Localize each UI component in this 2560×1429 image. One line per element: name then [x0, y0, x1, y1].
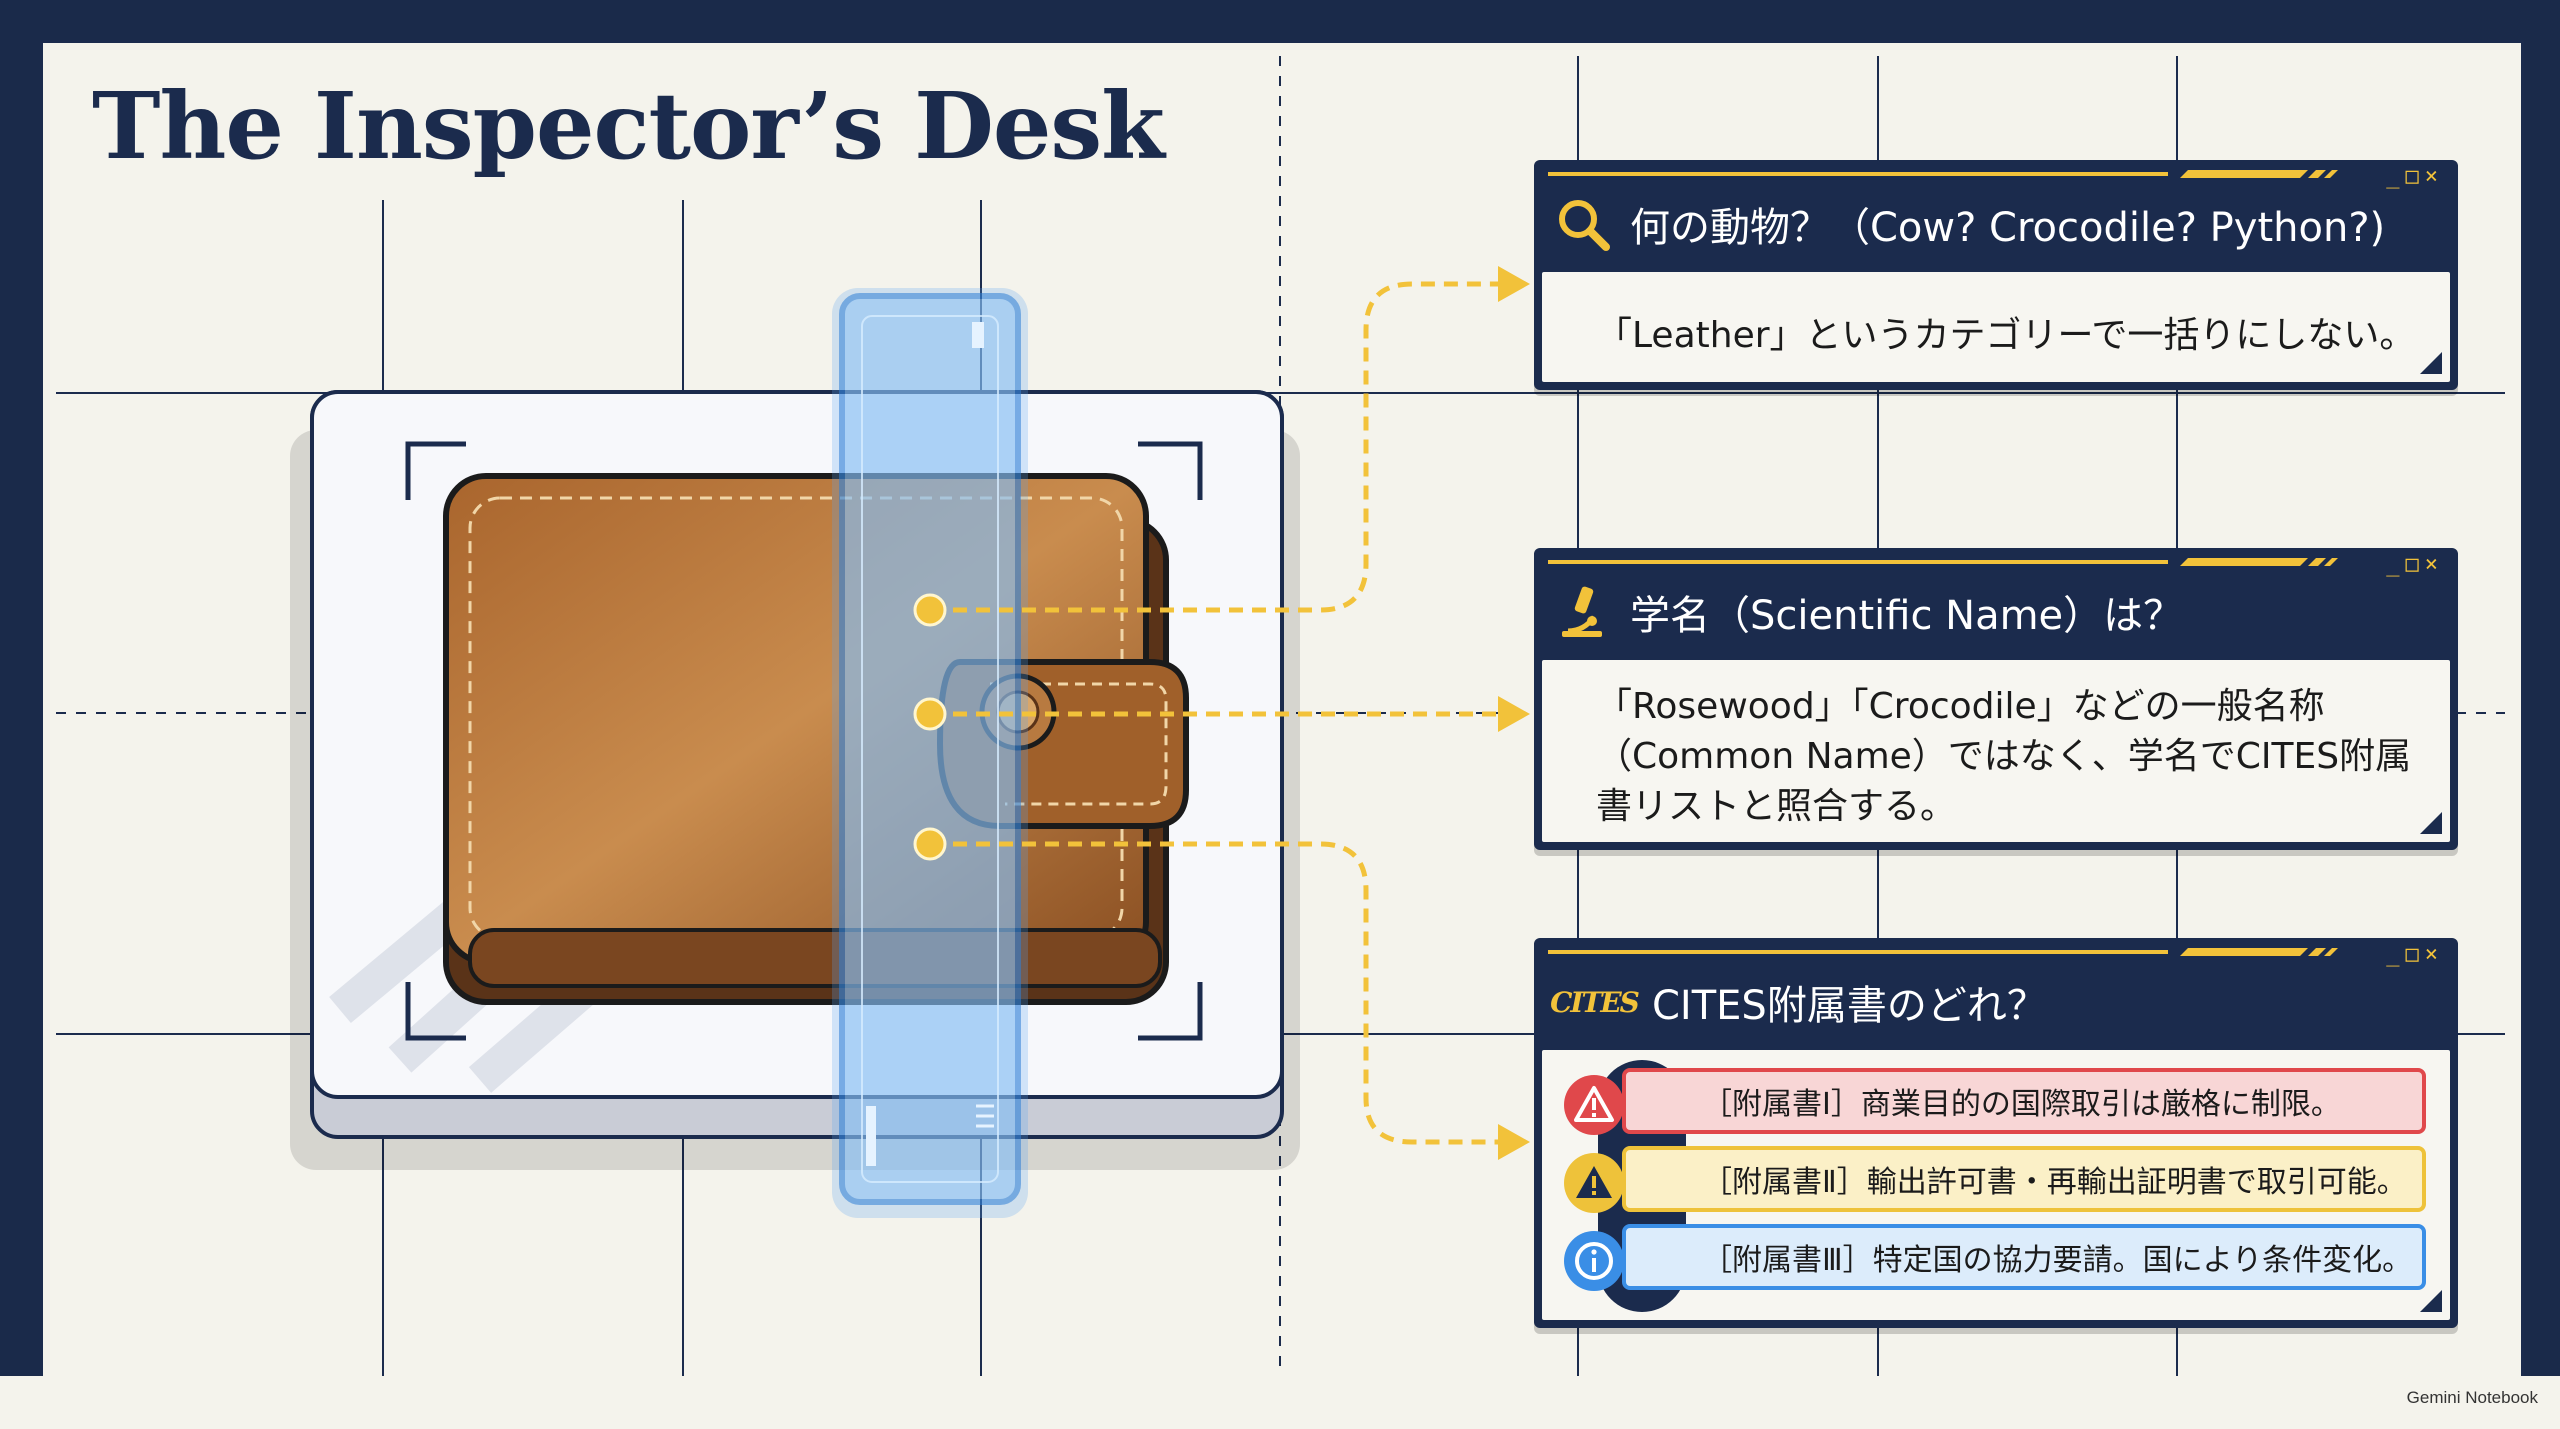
- resize-corner[interactable]: [2420, 352, 2442, 374]
- panel-heading: CITES CITES附属書のどれ？: [1550, 966, 2047, 1038]
- panel-body-text: 「Rosewood」「Crocodile」などの一般名称（Common Name…: [1596, 686, 2412, 827]
- appendix-text: ［附属書Ⅲ］特定国の協力要請。国により条件変化。: [1702, 1243, 2413, 1278]
- scanner-bar: [832, 288, 1028, 1218]
- window-controls[interactable]: _□×: [2386, 552, 2444, 577]
- cites-logo: CITES: [1550, 985, 1640, 1019]
- connector-lines: [930, 281, 1500, 1145]
- window-controls[interactable]: _□×: [2386, 942, 2444, 967]
- panel-body: 「Rosewood」「Crocodile」などの一般名称（Common Name…: [1542, 660, 2450, 842]
- leather-wallet: [443, 473, 1189, 1005]
- microscope-icon: [1554, 583, 1612, 641]
- appendix-text: ［附属書Ⅱ］輸出許可書・再輸出証明書で取引可能。: [1702, 1165, 2407, 1200]
- appendix-text: ［附属書Ⅰ］商業目的の国際取引は厳格に制限。: [1702, 1087, 2341, 1122]
- question-panel-animal: _□× 何の動物？（Cow? Crocodile? Python?) 「Leat…: [1534, 160, 2458, 390]
- panel-body-text: 「Leather」というカテゴリーで一括りにしない。: [1596, 315, 2416, 356]
- panel-heading-text: CITES附属書のどれ？: [1652, 983, 2047, 1029]
- watermark: Gemini Notebook: [2406, 1388, 2538, 1407]
- caution-icon: [1564, 1153, 1624, 1213]
- window-controls[interactable]: _□×: [2386, 164, 2444, 189]
- warning-triangle-icon: [1564, 1075, 1624, 1135]
- panel-heading-text: 何の動物？（Cow? Crocodile? Python?): [1630, 205, 2386, 251]
- connector-arrowheads: [1498, 266, 1530, 1160]
- inspection-points: [913, 593, 947, 861]
- panel-top-decoration: [1548, 558, 2338, 566]
- page-title: The Inspector’s Desk: [92, 72, 1165, 180]
- appendix-item-2: ［附属書Ⅱ］輸出許可書・再輸出証明書で取引可能。: [1564, 1146, 2426, 1213]
- panel-top-decoration: [1548, 948, 2338, 956]
- focus-brackets: [405, 441, 1203, 1041]
- resize-corner[interactable]: [2420, 812, 2442, 834]
- panel-heading: 学名（Scientific Name）は？: [1554, 576, 2183, 648]
- info-icon: [1564, 1231, 1624, 1291]
- panel-top-decoration: [1548, 170, 2338, 178]
- appendix-item-1: ［附属書Ⅰ］商業目的の国際取引は厳格に制限。: [1564, 1068, 2426, 1135]
- question-panel-scientific-name: _□× 学名（Scientific Name）は？ 「Rosewood」「Cro…: [1534, 548, 2458, 850]
- panel-body: 「Leather」というカテゴリーで一括りにしない。: [1542, 272, 2450, 382]
- footer-strip: [0, 1376, 2560, 1429]
- panel-heading-text: 学名（Scientific Name）は？: [1630, 593, 2184, 639]
- appendix-item-3: ［附属書Ⅲ］特定国の協力要請。国により条件変化。: [1564, 1224, 2426, 1291]
- magnifier-icon: [1554, 195, 1612, 253]
- panel-body: ［附属書Ⅰ］商業目的の国際取引は厳格に制限。 ［附属書Ⅱ］輸出許可書・再輸出証明…: [1542, 1050, 2450, 1320]
- panel-heading: 何の動物？（Cow? Crocodile? Python?): [1554, 188, 2385, 260]
- question-panel-cites-appendix: _□× CITES CITES附属書のどれ？ ［附属書Ⅰ］商業目的の国際取引は厳…: [1534, 938, 2458, 1328]
- resize-corner[interactable]: [2420, 1290, 2442, 1312]
